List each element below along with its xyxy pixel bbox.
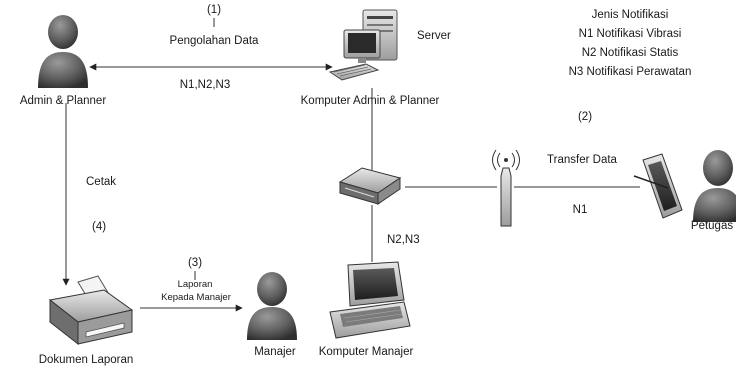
server-label: Server [417,30,451,42]
step4-number: (4) [92,221,107,233]
step3-number: (3) [187,257,203,269]
admin-person-icon [38,15,88,88]
laptop-icon [329,261,411,339]
connection-lines [62,18,640,312]
step1-number: (1) [206,4,222,16]
petugas-person-icon [693,150,736,222]
transfer-data-label: Transfer Data [547,154,617,166]
antenna-icon [492,149,520,227]
cetak-label: Cetak [86,176,117,188]
manajer-person-icon [247,272,297,340]
tablet-icon [633,153,683,219]
notification-legend: Jenis Notifikasi N1 Notifikasi Vibrasi N… [545,6,715,82]
edge-label-n23: N2,N3 [387,234,420,246]
petugas-label: Petugas [690,220,734,232]
computer-admin-label: Komputer Admin & Planner [300,95,440,107]
printer-icon [48,275,134,346]
legend-item-n2: N2 Notifikasi Statis [581,47,679,59]
admin-label: Admin & Planner [19,95,107,107]
server-computer-icon [328,9,398,81]
manajer-label: Manajer [254,346,296,358]
step1-text: Pengolahan Data [169,35,259,47]
laporan-label: Laporan [177,279,213,290]
computer-manajer-label: Komputer Manajer [318,346,414,358]
legend-title: Jenis Notifikasi [591,9,669,21]
router-icon [338,167,402,205]
kepada-manajer-label: Kepada Manajer [161,292,231,303]
step2-number: (2) [577,111,593,123]
printer-label: Dokumen Laporan [38,354,134,366]
legend-item-n1: N1 Notifikasi Vibrasi [578,28,682,40]
edge-label-n123: N1,N2,N3 [179,79,231,91]
edge-label-n1: N1 [572,204,588,216]
legend-item-n3: N3 Notifikasi Perawatan [568,66,692,78]
